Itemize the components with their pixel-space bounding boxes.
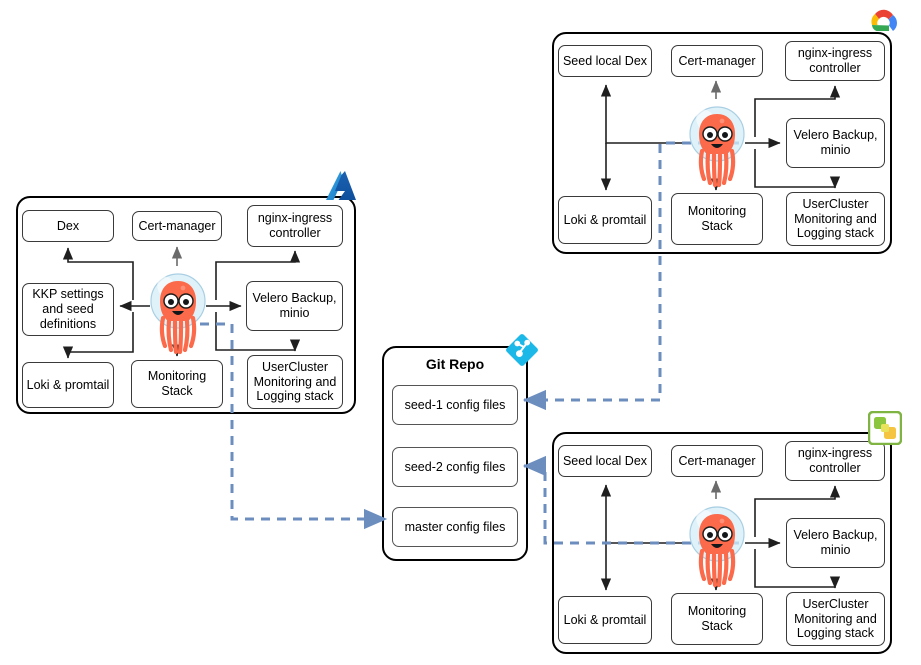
azure-logo — [326, 171, 356, 200]
gcp-octopus-mascot — [689, 106, 745, 188]
node-velero-backup-minio[interactable]: Velero Backup, minio — [246, 281, 343, 331]
node-usercluster-monitoring-logging[interactable]: UserCluster Monitoring and Logging stack — [247, 355, 343, 409]
git-item-seed-1-config-files[interactable]: seed-1 config files — [392, 385, 518, 425]
node-velero-backup-minio[interactable]: Velero Backup, minio — [786, 518, 885, 568]
node-usercluster-monitoring-logging[interactable]: UserCluster Monitoring and Logging stack — [786, 592, 885, 646]
node-loki-promtail[interactable]: Loki & promtail — [558, 596, 652, 644]
google-cloud-logo — [871, 9, 897, 31]
node-loki-promtail[interactable]: Loki & promtail — [22, 362, 114, 408]
node-monitoring-stack[interactable]: Monitoring Stack — [671, 193, 763, 245]
node-monitoring-stack[interactable]: Monitoring Stack — [671, 593, 763, 645]
node-velero-backup-minio[interactable]: Velero Backup, minio — [786, 118, 885, 168]
octopus-body — [698, 114, 736, 188]
node-cert-manager[interactable]: Cert-manager — [132, 211, 222, 241]
git-item-seed-2-config-files[interactable]: seed-2 config files — [392, 447, 518, 487]
octopus-body — [698, 514, 736, 588]
node-usercluster-monitoring-logging[interactable]: UserCluster Monitoring and Logging stack — [786, 192, 885, 246]
vsphere-octopus-mascot — [689, 506, 745, 588]
node-loki-promtail[interactable]: Loki & promtail — [558, 196, 652, 244]
node-kkp-settings-and-seed-definitions[interactable]: KKP settings and seed definitions — [22, 283, 114, 336]
node-nginx-ingress-controller[interactable]: nginx-ingress controller — [247, 205, 343, 247]
git-logo — [506, 334, 538, 366]
node-cert-manager[interactable]: Cert-manager — [671, 445, 763, 477]
node-nginx-ingress-controller[interactable]: nginx-ingress controller — [785, 41, 885, 81]
git-item-master-config-files[interactable]: master config files — [392, 507, 518, 547]
node-seed-local-dex[interactable]: Seed local Dex — [558, 45, 652, 77]
node-cert-manager[interactable]: Cert-manager — [671, 45, 763, 77]
node-seed-local-dex[interactable]: Seed local Dex — [558, 445, 652, 477]
azure-octopus-mascot — [150, 273, 206, 355]
node-dex[interactable]: Dex — [22, 210, 114, 242]
node-monitoring-stack[interactable]: Monitoring Stack — [131, 360, 223, 408]
git-repo-title: Git Repo — [425, 356, 485, 372]
vmware-logo — [868, 411, 902, 445]
octopus-body — [159, 281, 197, 355]
node-nginx-ingress-controller[interactable]: nginx-ingress controller — [785, 441, 885, 481]
